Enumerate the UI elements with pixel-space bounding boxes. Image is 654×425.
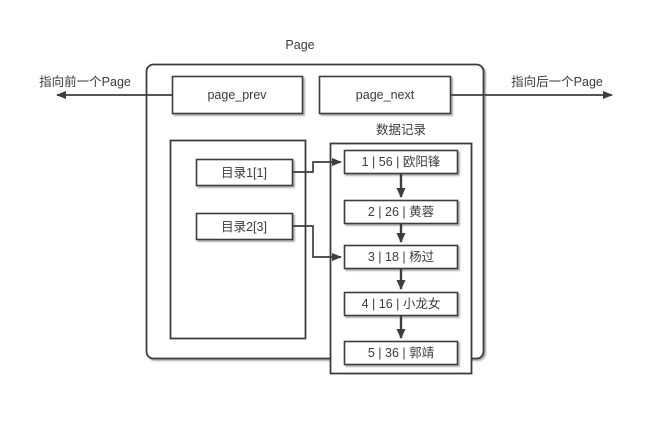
directory-link-0 <box>292 158 342 173</box>
record-row-box-3[interactable] <box>343 291 459 317</box>
directory-item-box-1[interactable] <box>195 212 294 241</box>
directory-item-box-0[interactable] <box>195 158 294 187</box>
record-row-box-0[interactable] <box>343 149 459 175</box>
directory-link-1 <box>292 225 342 261</box>
record-row-box-4[interactable] <box>343 340 459 366</box>
record-row-box-2[interactable] <box>343 244 459 270</box>
page-prev-box[interactable] <box>171 75 304 115</box>
record-row-box-1[interactable] <box>343 199 459 225</box>
page-next-box[interactable] <box>318 75 452 115</box>
